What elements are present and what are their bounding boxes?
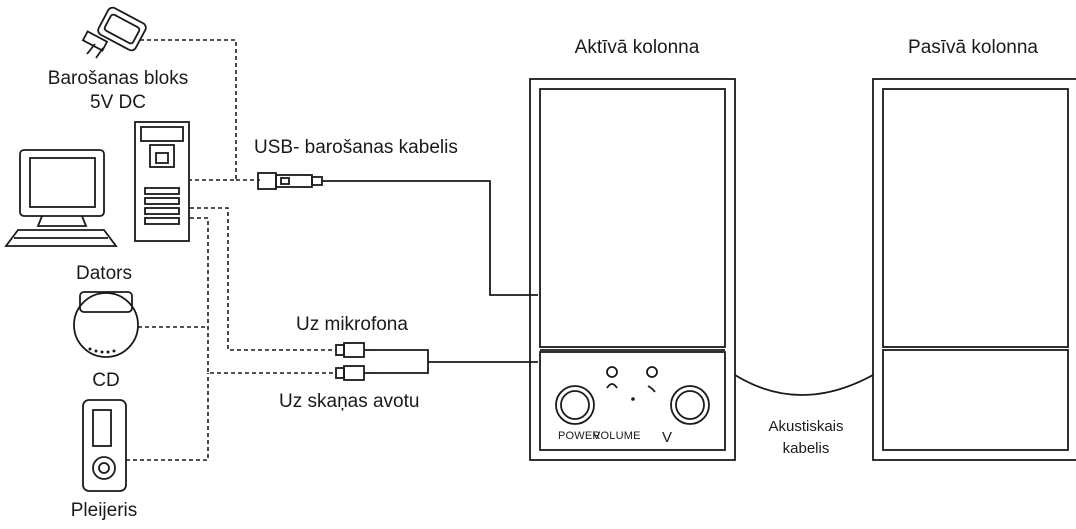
passive-speaker-label: Pasīvā kolonna — [908, 37, 1038, 58]
player-label: Pleijeris — [70, 500, 138, 521]
dashed-wires — [126, 39, 336, 461]
computer-label: Dators — [76, 263, 132, 284]
power-supply-label-line1: Barošanas bloks — [47, 68, 189, 89]
volume-symbol-label: V — [662, 429, 673, 446]
to-microphone-label: Uz mikrofona — [296, 314, 408, 335]
usb-plug-icon — [257, 172, 323, 190]
speaker-cable — [734, 374, 874, 396]
power-adapter-icon — [81, 6, 147, 59]
active-speaker-label: Aktīvā kolonna — [574, 37, 700, 58]
cd-player-icon — [73, 291, 139, 358]
active-speaker — [529, 78, 736, 461]
audio-jacks-icon — [335, 342, 378, 381]
audio-cable — [378, 349, 538, 374]
pc-tower-icon — [134, 121, 190, 242]
computer-icon — [4, 149, 118, 247]
power-supply-label-line2: 5V DC — [90, 92, 146, 113]
speaker-cable-label-line2: kabelis — [782, 440, 830, 457]
usb-cable — [322, 180, 538, 296]
media-player-icon — [82, 399, 127, 492]
to-audio-source-label: Uz skaņas avotu — [279, 391, 420, 412]
usb-cable-label: USB- barošanas kabelis — [254, 137, 458, 158]
passive-speaker — [872, 78, 1076, 461]
volume-knob-label: VOLUME — [593, 430, 641, 442]
speaker-cable-label-line1: Akustiskais — [768, 418, 844, 435]
cd-label: CD — [92, 370, 120, 391]
power-knob-label: POWER — [558, 430, 601, 442]
